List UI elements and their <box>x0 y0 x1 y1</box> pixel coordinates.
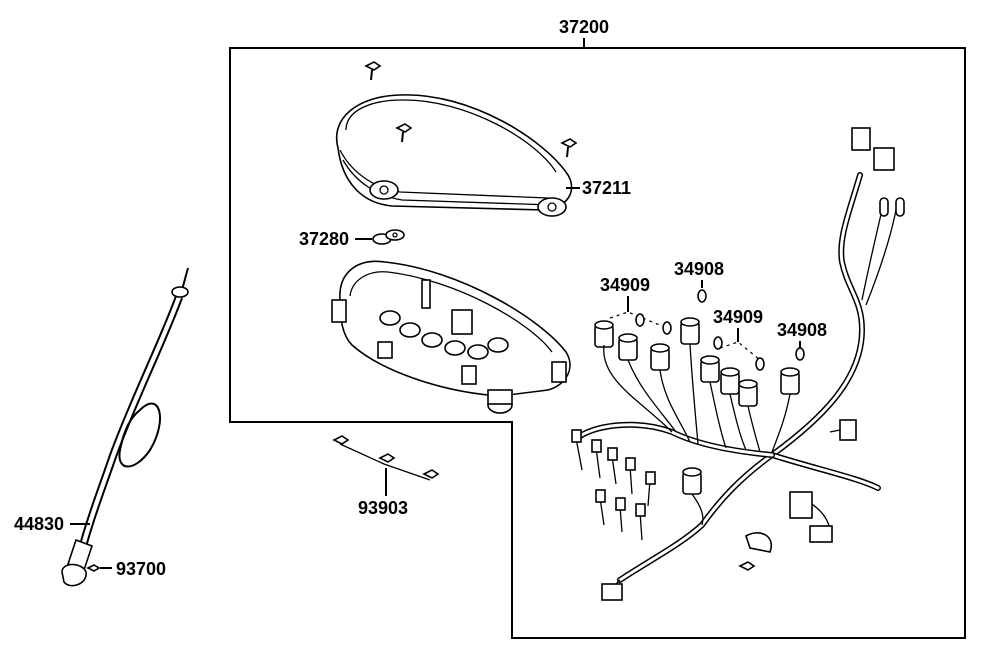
label-93700: 93700 <box>116 559 166 579</box>
washer-icon <box>372 229 405 245</box>
bulb-socket-icon <box>594 317 800 495</box>
cable-screw-icon <box>86 564 101 572</box>
meter-cover-icon <box>335 94 573 217</box>
label-34909-b: 34909 <box>713 307 763 327</box>
label-37200: 37200 <box>559 17 609 37</box>
label-44830: 44830 <box>14 514 64 534</box>
connector-icon <box>601 127 905 601</box>
label-93903: 93903 <box>358 498 408 518</box>
wire-harness-icon <box>577 172 897 589</box>
label-34908-a: 34908 <box>674 259 724 279</box>
screw-icon <box>332 435 440 481</box>
cover-screw-icon <box>364 61 578 158</box>
label-34908-b: 34908 <box>777 320 827 340</box>
label-34909-a: 34909 <box>600 275 650 295</box>
lamp-lead-icon <box>571 429 656 541</box>
bulb-icon <box>635 289 805 371</box>
assembly-outline <box>229 47 966 639</box>
meter-case-icon <box>331 260 571 414</box>
label-37211: 37211 <box>582 178 631 198</box>
label-37280: 37280 <box>299 229 349 249</box>
speedometer-cable-icon <box>61 267 189 587</box>
